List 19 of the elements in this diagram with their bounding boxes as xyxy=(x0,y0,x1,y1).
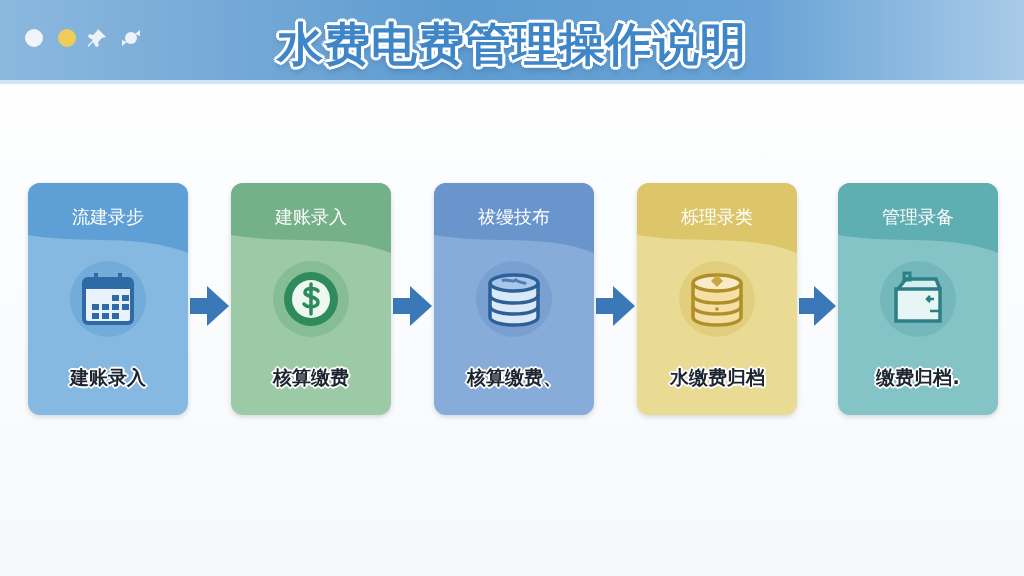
step-card xyxy=(231,183,391,415)
step-heading: 祓缦技布 xyxy=(477,205,551,229)
step-card xyxy=(28,183,188,415)
step-label: 建账录入 xyxy=(68,365,147,390)
step-heading: 建账录入 xyxy=(274,205,348,229)
arrow xyxy=(190,286,229,326)
step-heading: 栎理录类 xyxy=(680,205,754,229)
step-label: 水缴费归档 xyxy=(668,365,766,390)
step-card xyxy=(637,183,797,415)
step-label: 缴费归档. xyxy=(875,365,961,390)
arrow xyxy=(393,286,432,326)
arrow xyxy=(799,286,836,326)
step-heading: 流建录步 xyxy=(71,205,145,229)
step-label: 核算缴费、 xyxy=(465,365,563,390)
arrow xyxy=(596,286,635,326)
step-heading: 管理录备 xyxy=(881,205,955,229)
step-card xyxy=(838,183,998,415)
step-label: 核算缴费 xyxy=(271,365,350,390)
step-card xyxy=(434,183,594,415)
